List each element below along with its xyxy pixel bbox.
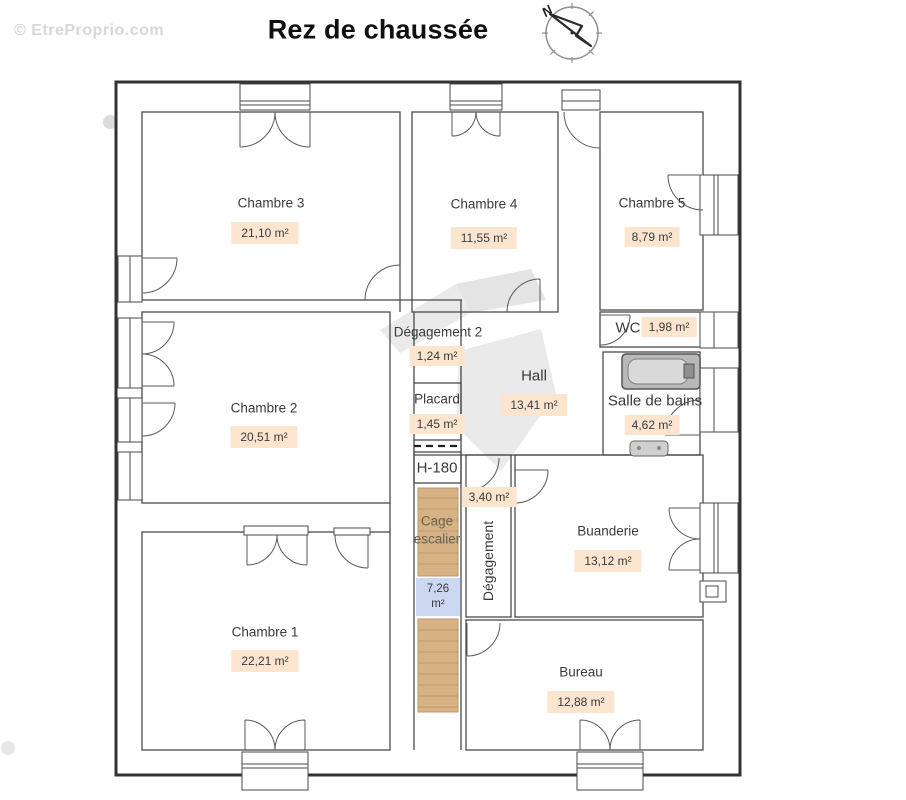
area-badge-chambre3: 21,10 m² bbox=[231, 222, 299, 244]
watermark-dot bbox=[103, 115, 117, 129]
compass-north-icon bbox=[542, 3, 602, 63]
area-badge-wc: 1,98 m² bbox=[641, 317, 697, 337]
area-badge-placard: 1,45 m² bbox=[409, 414, 465, 434]
room-label-chambre5: Chambre 5 bbox=[618, 195, 686, 211]
area-badge-degagement2: 1,24 m² bbox=[409, 346, 465, 366]
area-badge-chambre1: 22,21 m² bbox=[231, 650, 299, 672]
room-label-chambre3: Chambre 3 bbox=[237, 195, 305, 211]
area-badge-bureau: 12,88 m² bbox=[547, 691, 615, 713]
watermark-logo-arrow bbox=[380, 269, 556, 471]
area-badge-buanderie: 13,12 m² bbox=[574, 550, 642, 572]
outer-wall bbox=[114, 80, 742, 777]
room-label-chambre2: Chambre 2 bbox=[230, 400, 298, 416]
bathtub bbox=[621, 353, 701, 390]
room-label-placard: Placard bbox=[414, 391, 460, 407]
door-swings bbox=[141, 111, 704, 751]
room-label-degagement2: Dégagement 2 bbox=[393, 324, 483, 340]
room-label-h180: H-180 bbox=[416, 459, 458, 477]
watermark-text: © EtreProprio.com bbox=[14, 22, 165, 39]
room-label-hall: Hall bbox=[521, 367, 547, 385]
staircase bbox=[417, 487, 459, 713]
area-badge-cage-escalier: 7,26 m² bbox=[416, 578, 460, 616]
room-label-chambre1: Chambre 1 bbox=[231, 624, 299, 640]
area-badge-chambre4: 11,55 m² bbox=[450, 227, 518, 249]
area-badge-chambre5: 8,79 m² bbox=[624, 227, 680, 247]
room-label-wc: WC bbox=[615, 319, 641, 337]
watermark-dot bbox=[1, 741, 15, 755]
room-label-bureau: Bureau bbox=[559, 664, 603, 680]
room-label-degagement: Dégagement bbox=[480, 520, 496, 602]
room-label-cage-escalier: Cage escalier bbox=[413, 513, 461, 546]
area-badge-chambre2: 20,51 m² bbox=[230, 426, 298, 448]
room-label-salle-de-bains: Salle de bains bbox=[607, 392, 703, 410]
area-badge-salle-de-bains: 4,62 m² bbox=[624, 415, 680, 435]
room-label-chambre4: Chambre 4 bbox=[450, 196, 518, 212]
area-badge-degagement: 3,40 m² bbox=[461, 487, 517, 507]
area-badge-hall: 13,41 m² bbox=[500, 394, 568, 416]
page-title: Rez de chaussée bbox=[267, 14, 489, 45]
washbasin bbox=[629, 440, 669, 457]
window-boxes bbox=[117, 83, 739, 791]
room-label-buanderie: Buanderie bbox=[577, 523, 639, 539]
